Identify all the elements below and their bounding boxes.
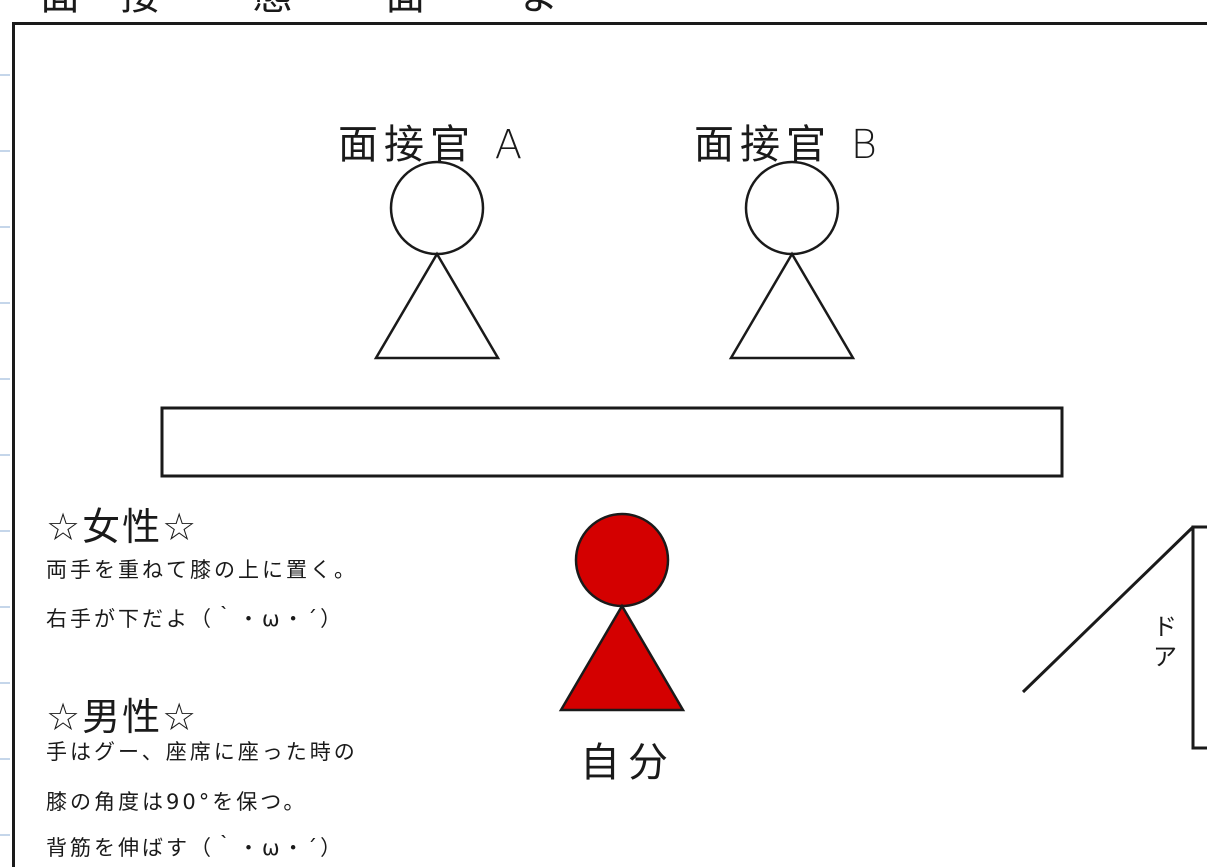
self-label: 自分 [580,740,676,786]
male-note-line-3: 背筋を伸ばす（｀・ω・´） [46,836,345,860]
top-caption: 面接 態 面 ま [40,0,1207,16]
male-note-line-1: 手はグー、座席に座った時の [46,740,358,764]
diagram-frame [12,22,1207,867]
male-note-line-2: 膝の角度は90°を保つ。 [46,790,308,814]
interviewer-b-body [728,251,856,360]
door-label: ドア [1153,613,1177,671]
male-heading: ☆男性☆ [46,695,199,739]
interviewer-a-label: 面接官 A [338,122,529,168]
interviewer-b-label: 面接官 B [694,122,883,168]
female-note-line-1: 両手を重ねて膝の上に置く。 [46,558,358,582]
self-body [558,603,686,712]
female-heading: ☆女性☆ [46,505,199,549]
interviewer-b-figure [728,160,856,360]
interviewer-b-head [744,160,840,256]
door [1021,525,1207,750]
door-frame [1191,525,1207,750]
desk [160,406,1064,478]
notebook-ruling [0,0,10,867]
interviewer-a-figure [373,160,501,360]
interviewer-a-head [389,160,485,256]
interviewer-a-body [373,251,501,360]
self-head [574,512,670,608]
self-figure [558,512,686,712]
female-note-line-2: 右手が下だよ（｀・ω・´） [46,607,345,631]
door-swing [1021,525,1195,694]
